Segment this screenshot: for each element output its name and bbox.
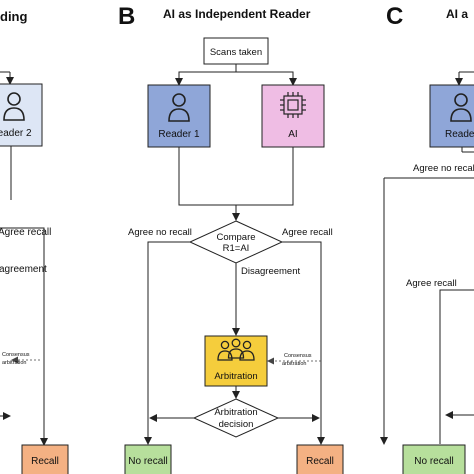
reader-2-box: Reader 2: [0, 83, 43, 147]
panel-b: B AI as Independent Reader Scans taken R…: [118, 3, 344, 474]
no-recall-label-b: No recall: [128, 456, 167, 467]
compare-decision: Compare R1=AI: [188, 220, 284, 264]
decision-label-2: decision: [219, 419, 254, 430]
no-recall-label-c: No recall: [414, 456, 453, 467]
arbitration-decision: Arbitration decision: [192, 398, 280, 438]
recall-box-a: Recall: [21, 444, 69, 474]
arbitration-box: Arbitration: [204, 335, 268, 387]
consensus-label-b-2: arbitration: [282, 361, 306, 367]
panel-a: ding Reader 2 Agree recall agreement Con…: [0, 9, 69, 474]
person-icon: [3, 92, 25, 121]
panel-c-letter: C: [386, 3, 403, 30]
person-icon: [168, 93, 190, 122]
compare-label-1: Compare: [216, 232, 255, 243]
arbitration-label: Arbitration: [214, 371, 257, 382]
ai-box: AI: [261, 84, 325, 148]
chip-icon: [280, 92, 306, 118]
reader-box-c: Reade: [429, 84, 474, 148]
agree-recall-label-a: Agree recall: [0, 227, 51, 238]
consensus-label-b-1: Consensus: [284, 353, 312, 359]
reader-1-label: Reader 1: [158, 129, 200, 140]
agree-recall-label-b: Agree recall: [282, 227, 333, 238]
no-recall-box-b: No recall: [124, 444, 172, 474]
panel-b-letter: B: [118, 3, 135, 30]
agree-no-recall-label-b: Agree no recall: [128, 227, 192, 238]
reader-1-box: Reader 1: [147, 84, 211, 148]
compare-label-2: R1=AI: [223, 243, 250, 254]
scans-taken-label: Scans taken: [210, 47, 262, 58]
consensus-label-a-2: arbitration: [2, 360, 26, 366]
panel-b-title: AI as Independent Reader: [163, 7, 311, 21]
agree-recall-label-c: Agree recall: [406, 278, 457, 289]
panel-a-title: ding: [0, 9, 27, 24]
agree-no-recall-label-c: Agree no recall: [413, 163, 474, 174]
panel-c-title: AI a: [446, 7, 468, 21]
reader-2-label: Reader 2: [0, 128, 32, 139]
person-icon: [450, 93, 472, 122]
recall-label-b: Recall: [306, 456, 334, 467]
disagreement-label-b: Disagreement: [241, 266, 300, 277]
no-recall-box-c: No recall: [402, 444, 466, 474]
ai-label: AI: [288, 129, 297, 140]
reader-label-c: Reade: [445, 129, 474, 140]
scans-taken-box: Scans taken: [203, 37, 269, 65]
panel-c: C AI a Reade Agree no recall Agree recal…: [380, 3, 474, 474]
disagreement-label-a: agreement: [0, 264, 47, 275]
decision-label-1: Arbitration: [214, 407, 257, 418]
group-icon: [217, 338, 255, 361]
recall-box-b: Recall: [296, 444, 344, 474]
recall-label-a: Recall: [31, 456, 59, 467]
consensus-label-a-1: Consensus: [2, 352, 30, 358]
